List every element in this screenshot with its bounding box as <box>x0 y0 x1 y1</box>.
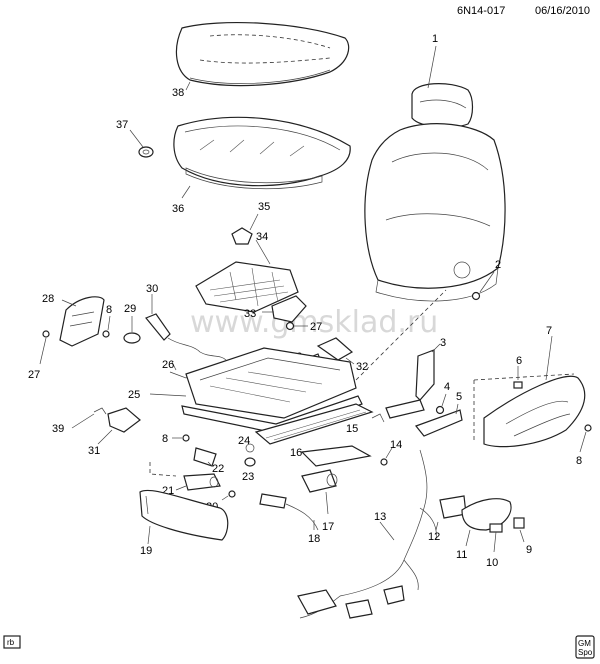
callout-11: 11 <box>456 549 467 561</box>
seat-back-assembly <box>364 83 506 302</box>
callout-31: 31 <box>88 445 100 457</box>
height-lever <box>415 349 435 401</box>
callout-10: 10 <box>486 557 498 569</box>
switch-bezel <box>461 498 512 531</box>
callout-7: 7 <box>546 325 552 337</box>
callout-35: 35 <box>258 201 270 213</box>
callout-8b: 8 <box>162 433 168 445</box>
switch-clip <box>93 407 107 415</box>
callout-13: 13 <box>374 511 386 523</box>
callout-4: 4 <box>444 381 450 393</box>
wire-clip <box>371 413 385 423</box>
nut <box>244 457 256 467</box>
adjuster-trim-panel <box>139 489 229 541</box>
callout-8a: 8 <box>106 304 112 316</box>
switch-knob <box>513 517 525 529</box>
callout-23: 23 <box>242 471 254 483</box>
callout-22: 22 <box>212 463 224 475</box>
clip <box>231 227 253 245</box>
callout-17: 17 <box>322 521 334 533</box>
callout-39: 39 <box>52 423 64 435</box>
diagram-code: 6N14-017 <box>457 5 505 17</box>
callout-32: 32 <box>356 361 368 373</box>
rail-bracket <box>300 445 372 467</box>
bolt <box>182 434 190 442</box>
callout-12: 12 <box>428 531 440 543</box>
recline-knob <box>123 332 141 344</box>
recliner-shaft <box>385 399 445 419</box>
watermark: www.gmsklad.ru <box>190 305 438 340</box>
outer-trim-panel <box>483 375 586 448</box>
callout-18: 18 <box>308 533 320 545</box>
callout-26a: 26 <box>162 359 174 371</box>
callout-34: 34 <box>256 231 268 243</box>
switch-bezel <box>107 407 141 433</box>
motor-bolt <box>228 490 236 498</box>
drive-cable <box>259 493 319 531</box>
svg-text:rb: rb <box>7 638 15 647</box>
bracket <box>271 295 307 323</box>
callout-33: 33 <box>244 308 256 320</box>
callout-27: 27 <box>310 321 322 333</box>
callout-6: 6 <box>516 355 522 367</box>
callout-1: 1 <box>432 33 438 45</box>
motor-assembly <box>183 473 221 491</box>
callout-14: 14 <box>390 439 402 451</box>
seat-cushion-cover <box>175 21 350 87</box>
gm-logo-badge: GM Spo <box>575 635 595 659</box>
seat-suspension-mat <box>195 261 299 313</box>
callout-25: 25 <box>128 389 140 401</box>
callout-29: 29 <box>124 303 136 315</box>
harness-retainer <box>380 458 388 466</box>
link-bracket <box>316 337 354 361</box>
callout-16: 16 <box>290 447 302 459</box>
callout-19: 19 <box>140 545 152 557</box>
screw <box>584 424 592 432</box>
callout-8c: 8 <box>576 455 582 467</box>
callout-30: 30 <box>146 283 158 295</box>
callout-38: 38 <box>172 87 184 99</box>
grommet <box>138 146 154 158</box>
callout-28: 28 <box>42 293 54 305</box>
switch-knob <box>489 523 503 533</box>
washer <box>245 443 255 453</box>
screw <box>42 330 50 338</box>
callout-3: 3 <box>440 337 446 349</box>
callout-9: 9 <box>526 544 532 556</box>
svg-text:Spo: Spo <box>578 648 593 657</box>
wiring-harness <box>297 449 437 619</box>
callout-37: 37 <box>116 119 128 131</box>
svg-text:GM: GM <box>578 639 591 648</box>
bolt <box>471 291 481 301</box>
screw <box>285 321 295 331</box>
seat-frame-adjuster <box>181 347 374 445</box>
guide-line <box>149 462 177 477</box>
bolt <box>102 330 110 338</box>
callout-15: 15 <box>346 423 358 435</box>
guide-line <box>355 289 447 381</box>
callout-27b: 27 <box>28 369 40 381</box>
diagram-date: 06/16/2010 <box>535 5 590 17</box>
callout-36: 36 <box>172 203 184 215</box>
guide-line <box>473 373 575 381</box>
corner-tag: rb <box>3 635 21 649</box>
clip <box>513 381 523 389</box>
adjuster-handle <box>415 409 463 437</box>
callout-5: 5 <box>456 391 462 403</box>
callout-24: 24 <box>238 435 250 447</box>
motor <box>301 469 338 493</box>
lumbar-lever <box>145 313 227 361</box>
seat-cushion-pad <box>173 116 351 190</box>
callout-2: 2 <box>495 259 501 271</box>
side-shield <box>59 296 105 347</box>
